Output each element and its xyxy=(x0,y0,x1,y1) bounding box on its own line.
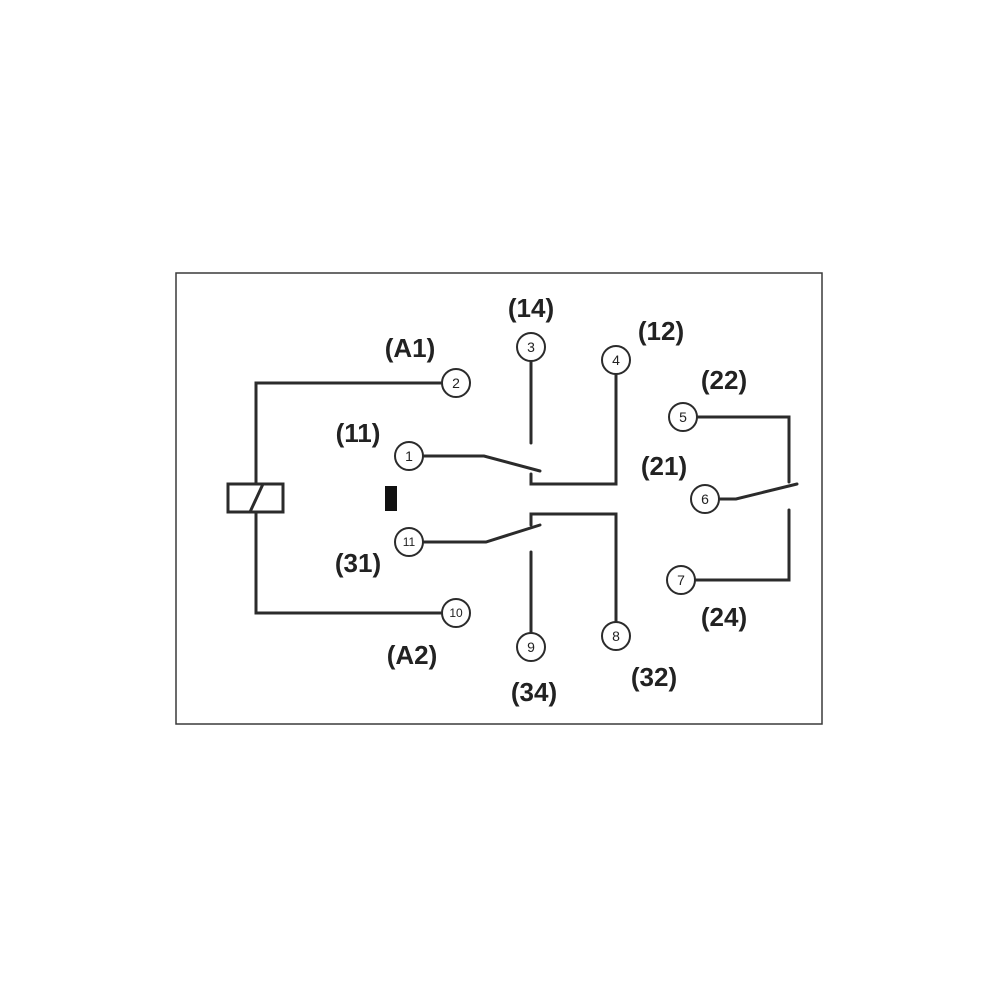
label-34: (34) xyxy=(511,677,557,707)
terminal-8: 8 xyxy=(601,621,631,651)
svg-text:1: 1 xyxy=(405,448,413,464)
svg-text:9: 9 xyxy=(527,639,535,655)
svg-text:3: 3 xyxy=(527,339,535,355)
svg-text:7: 7 xyxy=(677,572,685,588)
terminal-1: 1 xyxy=(394,441,424,471)
label-24: (24) xyxy=(701,602,747,632)
svg-text:6: 6 xyxy=(701,491,709,507)
terminal-3: 3 xyxy=(516,332,546,362)
svg-text:5: 5 xyxy=(679,409,687,425)
label-22: (22) xyxy=(701,365,747,395)
contact-6-wire xyxy=(717,482,799,501)
terminal-7: 7 xyxy=(666,565,696,595)
svg-text:11: 11 xyxy=(403,535,416,549)
label-14: (14) xyxy=(508,293,554,323)
coil-wire-bottom xyxy=(254,510,444,615)
coil-slash xyxy=(248,482,265,514)
terminal-10: 10 xyxy=(441,598,471,628)
terminal-7-wire xyxy=(693,508,791,582)
terminal-6: 6 xyxy=(690,484,720,514)
terminal-4: 4 xyxy=(601,345,631,375)
label-11: (11) xyxy=(336,418,381,448)
label-12: (12) xyxy=(638,316,684,346)
label-32: (32) xyxy=(631,662,677,692)
label-21: (21) xyxy=(641,451,687,481)
terminal-8-wire xyxy=(529,512,618,624)
svg-text:10: 10 xyxy=(449,606,463,620)
contact-11-wire xyxy=(422,523,542,544)
svg-text:2: 2 xyxy=(452,375,460,391)
terminal-4-wire xyxy=(529,372,618,486)
label-a1: (A1) xyxy=(385,333,436,363)
terminal-2: 2 xyxy=(441,368,471,398)
coil-wire-top xyxy=(254,381,444,486)
label-a2: (A2) xyxy=(387,640,438,670)
contact-1-wire xyxy=(421,454,542,473)
mechanical-link-marker xyxy=(385,486,397,511)
label-31: (31) xyxy=(335,548,381,578)
svg-text:8: 8 xyxy=(612,628,620,644)
svg-text:4: 4 xyxy=(612,352,620,368)
terminal-5: 5 xyxy=(668,402,698,432)
terminal-11: 11 xyxy=(394,527,424,557)
terminal-5-wire xyxy=(695,415,791,484)
terminal-9: 9 xyxy=(516,632,546,662)
diagram-frame xyxy=(175,272,823,725)
